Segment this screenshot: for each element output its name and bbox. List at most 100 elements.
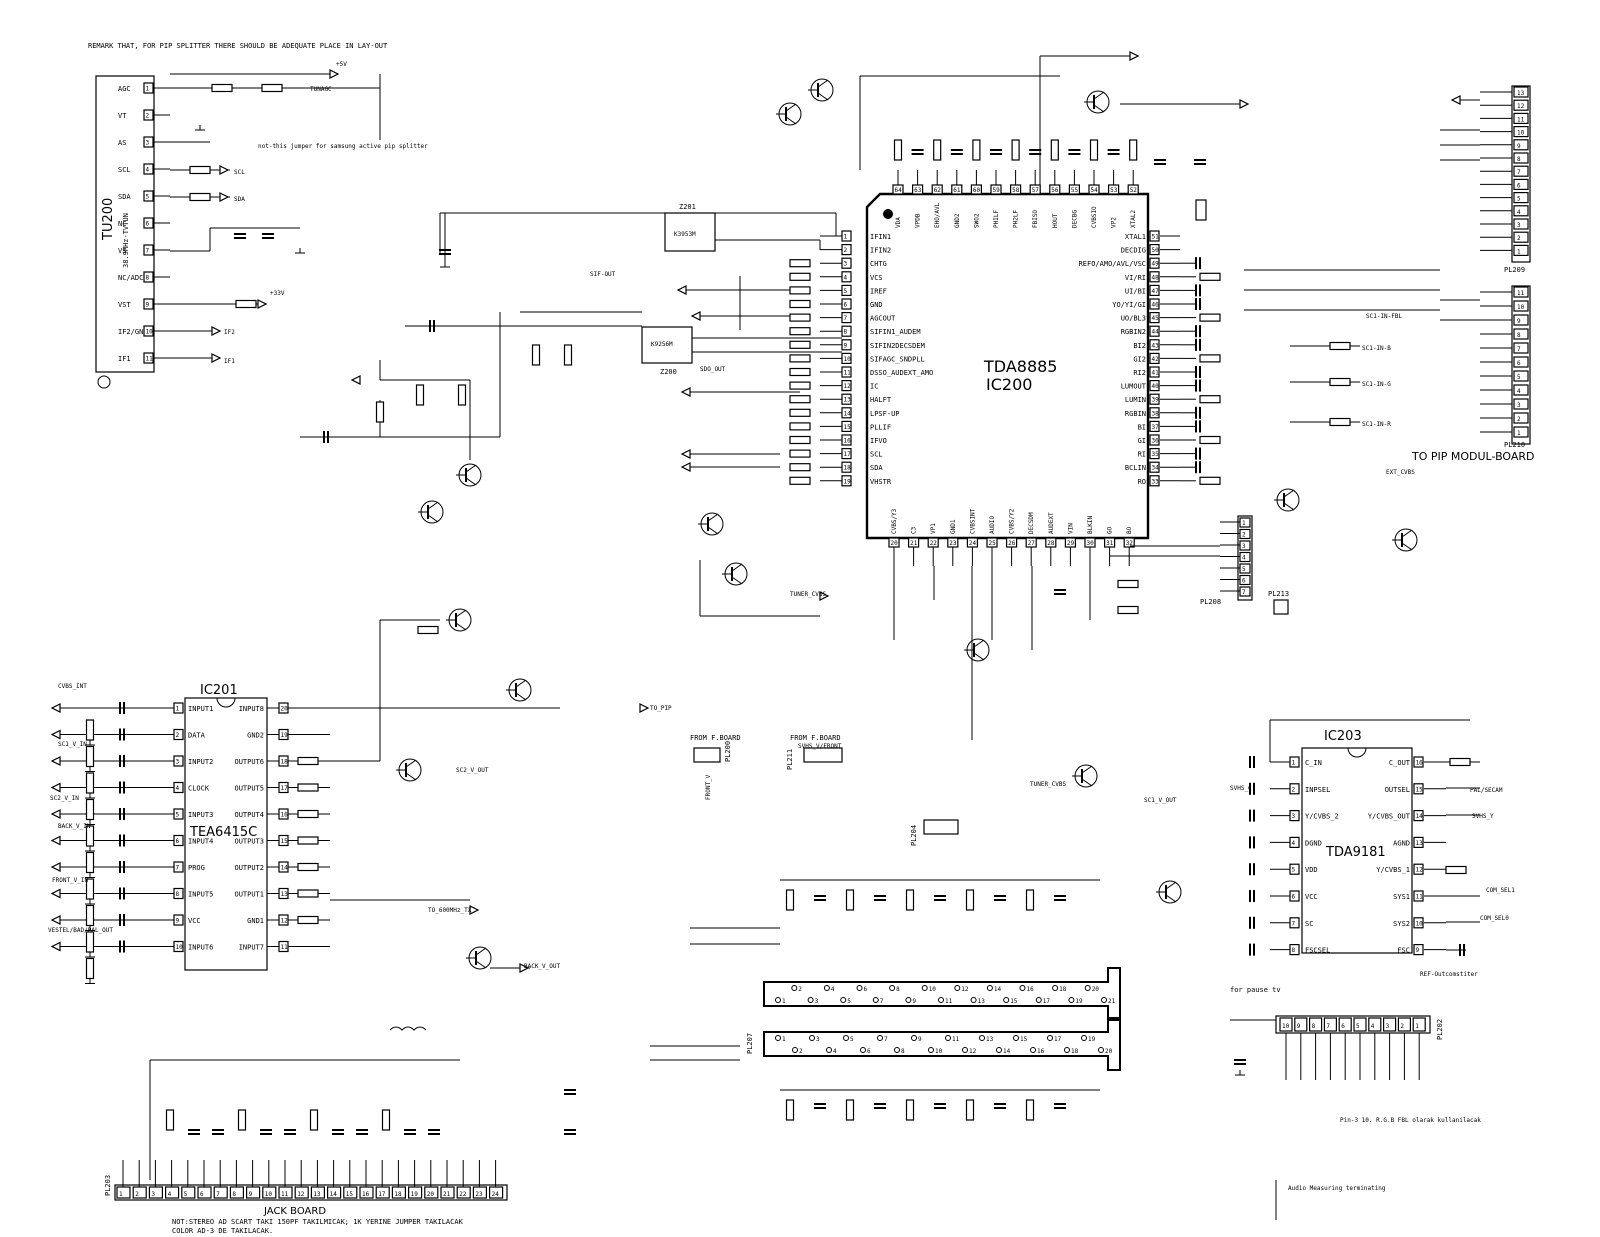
c-xtal1 xyxy=(1154,159,1166,165)
pl202-pin-9-box xyxy=(1294,1017,1308,1032)
arrow-5v-head xyxy=(329,69,340,79)
c-jack-4 xyxy=(260,1129,272,1135)
pl207-top-pin-17-num: 17 xyxy=(1043,998,1051,1005)
ic200-pin-34-box xyxy=(1149,461,1160,473)
net-sc1-v-in: SC1_V_IN xyxy=(58,741,87,748)
r-ic201-in-front xyxy=(85,904,95,927)
ic200-pin-48-num: 48 xyxy=(1152,274,1160,281)
pl211-signal: SVHS_V/FRONT xyxy=(798,743,842,750)
q-sc2-out xyxy=(396,758,422,782)
arrow-to-pip-2-head xyxy=(639,703,650,713)
pl207-top-pin-11-num: 11 xyxy=(945,998,953,1005)
pl207-top-pin-16-num: 16 xyxy=(1027,986,1035,993)
arrow-ic201-in-sc2 xyxy=(50,809,61,819)
c-ic201-in-front xyxy=(119,887,125,900)
c-scart-top-7 xyxy=(994,895,1006,901)
c-xtal2 xyxy=(1194,159,1206,165)
r-ic200-left-14 xyxy=(789,408,811,417)
ic200-pin-49-box xyxy=(1149,257,1160,269)
ic201-pin-9-num: 9 xyxy=(176,918,180,925)
ic200-pin-42-box xyxy=(1149,352,1160,364)
pl210-pin-8-num: 8 xyxy=(1517,332,1521,339)
ic200-pin-10-name: SIFAGC_SNDPLL xyxy=(870,355,925,363)
q-sc1 xyxy=(1072,764,1098,788)
ic201-pin-8-num: 8 xyxy=(176,891,180,898)
pl207-bottom-pin-2-num: 2 xyxy=(799,1048,803,1055)
r-scart-bot-8 xyxy=(1025,1099,1035,1121)
ic200-pin-33-num: 33 xyxy=(1152,478,1160,485)
pl202-pin-4-box xyxy=(1368,1017,1382,1032)
ic200-pin-11-num: 11 xyxy=(844,370,852,377)
pl209-pin-2-box xyxy=(1513,231,1529,243)
pl207-top-pin-10-pad xyxy=(921,985,928,991)
ic200-pin-36-box xyxy=(1149,434,1160,446)
ic200-pin-45-box xyxy=(1149,312,1160,324)
ic201-pin-5-num: 5 xyxy=(176,812,180,819)
ic201-pin-11-name: INPUT7 xyxy=(239,944,264,952)
ic200-pin-37-box xyxy=(1149,420,1160,432)
pl207-bottom-pin-20-num: 20 xyxy=(1105,1048,1113,1055)
c-ic203-in-2 xyxy=(1249,782,1255,795)
pl209-pin-6-num: 6 xyxy=(1517,182,1521,189)
c-sif xyxy=(429,320,435,332)
arrow-ic201-in-sc2-head xyxy=(50,809,61,819)
tuner-pin-2-num: 2 xyxy=(146,113,150,120)
pl203-pin-6-num: 6 xyxy=(200,1191,204,1198)
ic200-right-pins: 51XTAL150DECDIG49REFO/AMO/AVL/VSC48VI/RI… xyxy=(1079,230,1180,487)
q-vid xyxy=(964,638,990,662)
pl203-pin-18-num: 18 xyxy=(394,1191,402,1198)
pl209-pin-8-box xyxy=(1513,152,1529,164)
tuner-model: 38.9MHz-TVTUN xyxy=(122,213,130,268)
ic200-pin-23-num: 23 xyxy=(949,540,957,547)
pl207-top-pin-11-pad xyxy=(938,997,944,1003)
ic200-pin-56-num: 56 xyxy=(1051,187,1059,194)
ic200-pin-36-name: GI xyxy=(1138,437,1146,445)
ic200-pin-38-name: RGBIN xyxy=(1125,410,1146,418)
arrow-ic201-in-sc1 xyxy=(50,756,61,766)
ic203-pin-16-name: C_OUT xyxy=(1389,759,1411,767)
ic200-pin-21-num: 21 xyxy=(910,540,918,547)
ic200-pin-47-box xyxy=(1149,284,1160,296)
ic203-pin-9-box xyxy=(1413,943,1424,956)
q-top1-emitter xyxy=(817,92,829,101)
net-cvbs-int: CVBS_INT xyxy=(58,683,87,690)
ic203-pin-3-num: 3 xyxy=(1292,813,1296,820)
arrow-to-pip xyxy=(1450,95,1461,105)
r-scart-bot-0 xyxy=(785,1099,795,1121)
pl209-pin-13-box xyxy=(1513,86,1529,98)
r-agc xyxy=(211,83,233,93)
c-jack-7 xyxy=(332,1129,344,1135)
pl209-pin-3-num: 3 xyxy=(1517,222,1521,229)
ic200-pin-41-name: RI2 xyxy=(1133,369,1146,377)
ic201-part: TEA6415C xyxy=(189,825,257,840)
connector-pl211: FROM F.BOARD PL211 SVHS_V/FRONT xyxy=(786,734,843,770)
q-vid-emitter xyxy=(973,652,985,661)
ic203-pin-4-num: 4 xyxy=(1292,840,1296,847)
pl208-pin-1-num: 1 xyxy=(1242,520,1246,527)
pl207-top-pin-1-num: 1 xyxy=(782,998,786,1005)
ic203-pin-2-num: 2 xyxy=(1292,786,1296,793)
ic201-pin-10-name: INPUT6 xyxy=(188,944,213,952)
ic203-right-pins: 16C_OUT15OUTSEL14Y/CVBS_OUT13AGND12Y/CVB… xyxy=(1368,756,1446,956)
r-sc1-b xyxy=(1329,341,1351,351)
ic200-pin-4-num: 4 xyxy=(844,274,848,281)
r-scart-top-4 xyxy=(905,889,915,911)
pl207-top-pin-3-pad xyxy=(807,997,814,1003)
ic200-bottom-pins: 20CVBS/Y321C322VP123GND124CVBSINT25AUDIO… xyxy=(888,508,1135,566)
ic200-pin-48-name: VI/RI xyxy=(1125,274,1146,282)
ic203-pin-1-name: C_IN xyxy=(1305,759,1322,767)
ic203-pin-14-name: Y/CVBS_OUT xyxy=(1368,813,1411,821)
ic200-pin-52-name: XTAL2 xyxy=(1130,210,1137,228)
arrow-ic201-in-sc1-head xyxy=(50,756,61,766)
gnd-ic201-in-sc2 xyxy=(85,846,95,852)
r-bot-2 xyxy=(1117,605,1139,615)
pl207-bottom-pin-16-num: 16 xyxy=(1037,1048,1045,1055)
c-jack-2 xyxy=(212,1129,224,1135)
pl209-pin-7-box xyxy=(1513,165,1529,177)
gnd-ic201-in-cvbs-int xyxy=(85,740,95,746)
pl203-pin-7-num: 7 xyxy=(216,1191,220,1198)
tuner-pin-10-name: IF2/GND xyxy=(118,328,148,336)
r-scart-top-2 xyxy=(845,889,855,911)
gnd-tuner-1 xyxy=(195,125,205,131)
